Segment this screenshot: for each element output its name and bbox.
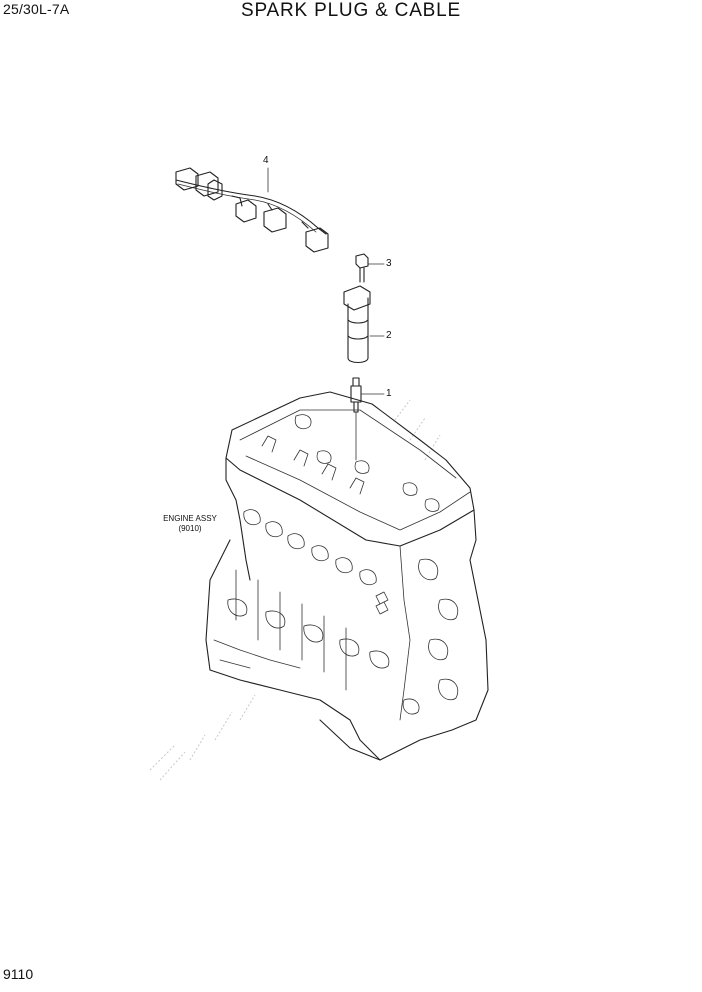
engine-assy-ref: (9010) [178,524,202,533]
page-title: SPARK PLUG & CABLE [241,0,461,21]
callout-3: 3 [386,258,392,269]
page-number: 9110 [3,966,34,982]
ignition-cable-harness[interactable] [175,167,329,253]
engine-assy-name: ENGINE ASSY [163,514,217,523]
ignition-coil[interactable] [343,285,385,364]
engine-assembly [205,391,489,761]
callout-4: 4 [263,155,269,166]
engine-assy-label: ENGINE ASSY (9010) [150,514,230,534]
watermark [149,399,441,781]
callout-1: 1 [386,388,392,399]
model-code: 25/30L-7A [3,1,70,17]
spark-plug[interactable] [350,377,385,461]
callout-2: 2 [386,330,392,341]
ignition-coil-bolt[interactable] [355,253,385,283]
